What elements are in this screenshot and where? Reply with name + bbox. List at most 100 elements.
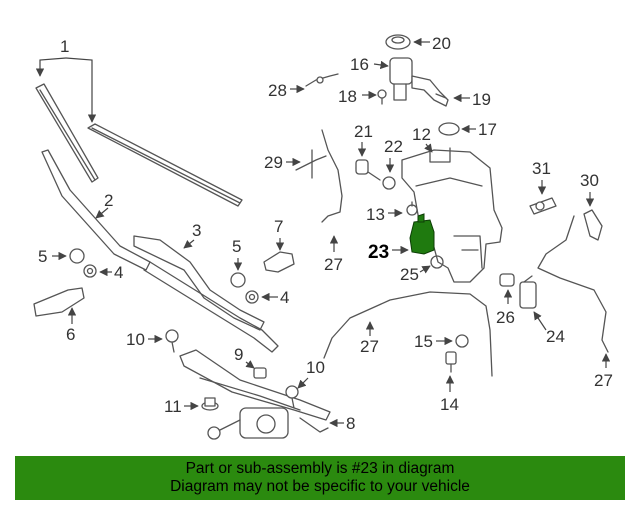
callout-label-5b: 5 (232, 237, 241, 256)
callout-label-1: 1 (60, 37, 69, 56)
connector-29[interactable] (295, 149, 327, 179)
mount-11[interactable] (201, 397, 219, 411)
fitting-28[interactable] (305, 73, 339, 87)
callout-label-5a: 5 (38, 247, 47, 266)
footer-line-2: Diagram may not be specific to your vehi… (170, 478, 470, 495)
callout-label-30: 30 (580, 171, 599, 190)
hose-27-middle[interactable] (323, 291, 493, 377)
callout-label-25: 25 (400, 265, 419, 284)
callout-label-26: 26 (496, 308, 515, 327)
callout-label-20: 20 (432, 34, 451, 53)
callout-label-18: 18 (338, 87, 357, 106)
callout-27c: 27 (594, 353, 613, 390)
grommet-26[interactable] (499, 273, 515, 287)
hose-21[interactable] (355, 159, 381, 181)
callout-22: 22 (384, 137, 403, 173)
callout-3: 3 (183, 221, 201, 249)
sensor-24[interactable] (519, 275, 537, 309)
callout-label-11: 11 (164, 397, 182, 416)
callout-1: 1 (35, 37, 97, 123)
callout-26: 26 (496, 289, 515, 327)
washer-pump-23-highlighted[interactable] (409, 213, 435, 255)
callout-30: 30 (580, 171, 599, 207)
wiper-arm-2[interactable] (41, 149, 279, 353)
callout-5b: 5 (232, 237, 243, 271)
callout-23: 23 (368, 242, 409, 263)
callout-10a: 10 (126, 330, 163, 349)
bolt-10-left[interactable] (165, 329, 179, 353)
callout-16: 16 (350, 55, 389, 74)
callout-label-16: 16 (350, 55, 369, 74)
cap-5-right[interactable] (230, 272, 246, 288)
callout-10b: 10 (297, 358, 325, 389)
callout-20: 20 (413, 34, 451, 53)
grommet-9[interactable] (253, 367, 267, 379)
callout-24: 24 (533, 311, 565, 346)
callout-17: 17 (461, 120, 497, 139)
seal-17[interactable] (438, 122, 460, 136)
wiper-blade-left[interactable] (35, 83, 99, 183)
grommet-25[interactable] (430, 255, 444, 269)
callout-label-12: 12 (412, 125, 431, 144)
callout-15: 15 (414, 332, 453, 351)
callout-5a: 5 (38, 247, 67, 266)
nozzle-31[interactable] (529, 197, 557, 215)
bolt-18[interactable] (377, 89, 387, 105)
hose-19[interactable] (435, 93, 447, 99)
callout-label-3: 3 (192, 221, 201, 240)
callout-4b: 4 (261, 288, 289, 307)
callout-label-31: 31 (532, 159, 551, 178)
callout-13: 13 (366, 205, 403, 224)
callout-2: 2 (95, 191, 113, 219)
callout-label-14: 14 (440, 395, 459, 414)
callout-31: 31 (532, 159, 551, 195)
wiper-arm-3[interactable] (133, 235, 265, 331)
callout-label-10a: 10 (126, 330, 145, 349)
callout-4a: 4 (99, 263, 123, 282)
nozzle-30[interactable] (583, 209, 603, 241)
callout-label-7: 7 (274, 217, 283, 236)
nut-15[interactable] (455, 334, 469, 348)
callout-12: 12 (412, 125, 433, 153)
callout-label-27b: 27 (360, 337, 379, 356)
callout-label-29: 29 (264, 153, 283, 172)
callout-label-15: 15 (414, 332, 433, 351)
callout-label-23: 23 (368, 242, 389, 263)
callout-label-4b: 4 (280, 288, 289, 307)
wiper-blade-right[interactable] (87, 123, 243, 207)
callout-label-4a: 4 (114, 263, 123, 282)
callout-label-6: 6 (66, 325, 75, 344)
callout-14: 14 (440, 375, 459, 414)
filler-neck-16[interactable] (389, 57, 449, 107)
bolt-10-right[interactable] (285, 385, 299, 409)
callout-label-28: 28 (268, 81, 287, 100)
callout-27a: 27 (324, 235, 343, 274)
wiper-linkage-8[interactable] (179, 349, 331, 440)
grommet-22[interactable] (382, 176, 396, 190)
callout-label-19: 19 (472, 90, 491, 109)
cap-20[interactable] (385, 34, 411, 50)
stud-14[interactable] (445, 351, 457, 373)
nut-4-left[interactable] (83, 264, 97, 278)
parts-diagram: 1 2 3 5 4 6 5 (33, 34, 613, 440)
callout-18: 18 (338, 87, 377, 106)
callout-29: 29 (264, 153, 301, 172)
cap-5-left[interactable] (69, 248, 85, 264)
callout-label-9: 9 (234, 345, 243, 364)
nut-4-right[interactable] (245, 290, 259, 304)
pump-body (409, 219, 435, 255)
hose-27-left[interactable] (321, 129, 343, 223)
callout-label-22: 22 (384, 137, 403, 156)
callout-label-21: 21 (354, 122, 373, 141)
callout-25: 25 (400, 265, 431, 284)
hose-27-right[interactable] (537, 215, 609, 353)
callout-label-17: 17 (478, 120, 497, 139)
footer-line-1: Part or sub-assembly is #23 in diagram (185, 460, 455, 477)
callout-27b: 27 (360, 321, 379, 356)
footer-banner: Part or sub-assembly is #23 in diagram D… (15, 456, 625, 500)
clip-13[interactable] (406, 201, 418, 216)
callout-label-2: 2 (104, 191, 113, 210)
cover-6[interactable] (33, 287, 85, 317)
cover-7[interactable] (263, 251, 295, 273)
washer-reservoir-12[interactable] (401, 147, 503, 283)
